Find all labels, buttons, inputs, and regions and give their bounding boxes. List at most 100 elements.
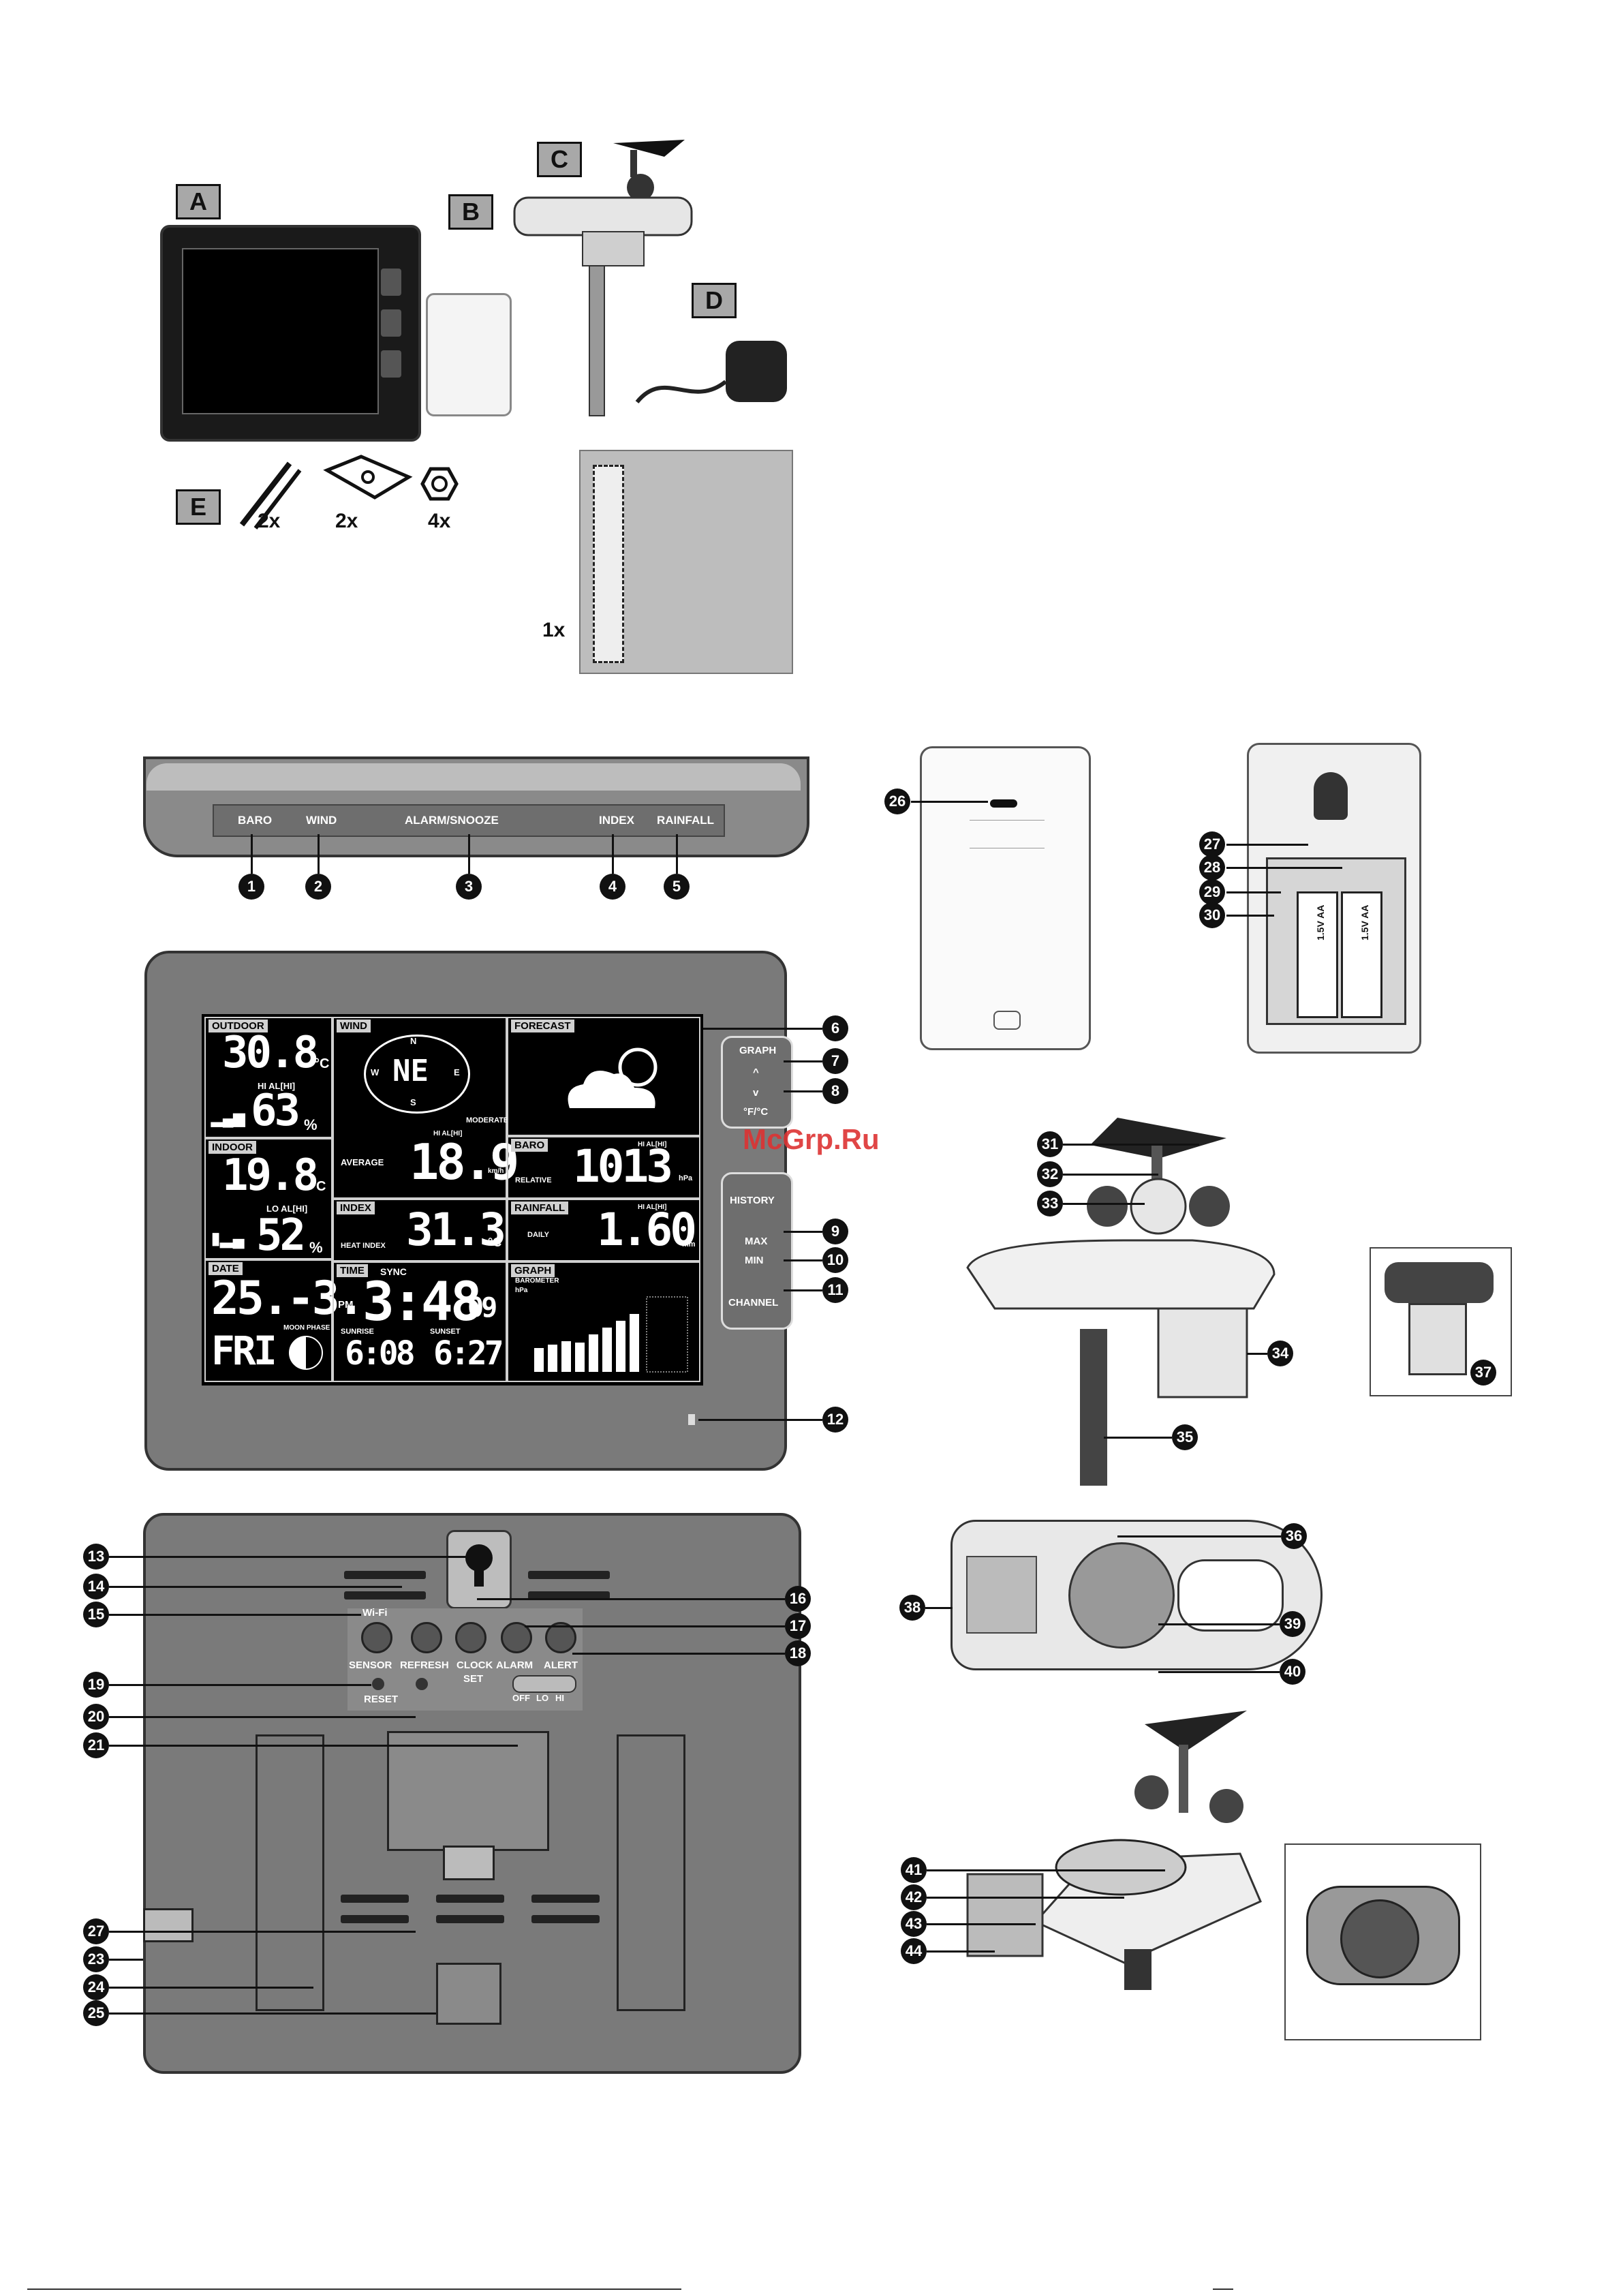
battery-icon: ▮▂▄	[211, 1229, 245, 1248]
rain-gauge-detail-inset	[1284, 1843, 1481, 2040]
rainfall-button[interactable]: RAINFALL	[657, 814, 715, 827]
watermark: McGrp.Ru	[743, 1123, 880, 1155]
compass-w: W	[371, 1067, 380, 1077]
reset-button[interactable]	[372, 1678, 384, 1690]
sensitivity-switch[interactable]	[512, 1675, 576, 1693]
index-button[interactable]: INDEX	[599, 814, 634, 827]
clock-set-button[interactable]	[455, 1622, 486, 1653]
callout-41: 41	[901, 1857, 927, 1883]
rainfall-unit: mm	[682, 1240, 696, 1249]
switch-hi: HI	[555, 1693, 564, 1703]
wind-hilo: HI AL[HI]	[433, 1130, 463, 1137]
callout-21: 21	[83, 1732, 109, 1758]
channel-button[interactable]: CHANNEL	[728, 1297, 779, 1308]
qty-foam: 1x	[542, 619, 566, 641]
max-button[interactable]: MAX	[745, 1236, 768, 1247]
callout-38: 38	[899, 1595, 925, 1621]
stand-tab	[436, 1963, 501, 2025]
switch-lo: LO	[536, 1693, 549, 1703]
callout-30: 30	[1199, 902, 1225, 928]
outdoor-header: OUTDOOR	[208, 1020, 268, 1032]
rainfall-header: RAINFALL	[511, 1201, 569, 1214]
sensor-button[interactable]	[361, 1622, 392, 1653]
callout-3: 3	[456, 874, 482, 900]
indoor-header: INDOOR	[208, 1141, 256, 1154]
compass-e: E	[454, 1067, 460, 1077]
wind-speed-unit: km/h	[488, 1167, 504, 1175]
moon-icon	[289, 1336, 323, 1370]
reset-label: RESET	[364, 1694, 399, 1705]
heat-index-label: HEAT INDEX	[341, 1242, 386, 1250]
callout-2: 2	[305, 874, 331, 900]
callout-17: 17	[785, 1613, 811, 1639]
top-buttons-row: BARO WIND ALARM/SNOOZE INDEX RAINFALL	[213, 804, 725, 837]
callout-31: 31	[1037, 1131, 1063, 1157]
refresh-label: REFRESH	[400, 1659, 449, 1671]
callout-25: 25	[83, 2000, 109, 2026]
side-button-group-2: HISTORY MAX MIN CHANNEL	[721, 1172, 793, 1330]
callout-40: 40	[1280, 1659, 1305, 1685]
callout-35: 35	[1172, 1424, 1198, 1450]
compass-s: S	[410, 1097, 416, 1107]
outdoor-hilo: HI AL[HI]	[258, 1081, 296, 1091]
callout-15: 15	[83, 1602, 109, 1627]
led-indicator	[688, 1414, 695, 1425]
baro-button[interactable]: BARO	[238, 814, 273, 827]
callout-44: 44	[901, 1938, 927, 1964]
outdoor-unit-bottom	[950, 1520, 1323, 1670]
callout-8: 8	[822, 1078, 848, 1104]
outdoor-unit-illustration	[966, 1118, 1276, 1486]
callout-14: 14	[83, 1574, 109, 1599]
callout-10: 10	[822, 1247, 848, 1273]
part-label-e: E	[176, 489, 221, 525]
reset-pinhole[interactable]	[416, 1678, 428, 1690]
time-seconds: 09	[467, 1292, 497, 1323]
alarm-snooze-button[interactable]: ALARM/SNOOZE	[405, 814, 499, 827]
battery-2-label: 1.5V AA	[1359, 904, 1370, 940]
battery-latch	[443, 1846, 495, 1880]
forecast-header: FORECAST	[511, 1020, 574, 1032]
callout-32: 32	[1037, 1161, 1063, 1187]
callout-1: 1	[238, 874, 264, 900]
callout-18: 18	[785, 1640, 811, 1666]
history-button[interactable]: HISTORY	[730, 1195, 775, 1206]
time-header: TIME	[337, 1264, 368, 1277]
part-label-c: C	[537, 142, 582, 177]
min-button[interactable]: MIN	[745, 1255, 764, 1266]
dc-jack	[143, 1908, 194, 1942]
mounting-bracket-icon	[323, 455, 413, 500]
graph-button[interactable]: GRAPH	[739, 1045, 777, 1056]
callout-7: 7	[822, 1048, 848, 1074]
callout-28: 28	[1199, 855, 1225, 881]
wifi-label: Wi-Fi	[362, 1607, 388, 1619]
foam-packing-photo	[579, 450, 793, 674]
graph-sub: BAROMETER	[515, 1277, 559, 1285]
callout-42: 42	[901, 1884, 927, 1910]
wind-header: WIND	[337, 1020, 371, 1032]
baro-hilo: HI AL[HI]	[638, 1141, 667, 1148]
baro-value: 1013	[573, 1140, 673, 1193]
thermo-sensor-thumbnail	[426, 293, 512, 416]
lcd-screen: OUTDOOR 30.8 °C HI AL[HI] ▂▄▆ 63 % INDOO…	[202, 1014, 703, 1386]
rainfall-value: 1.60	[597, 1204, 697, 1256]
callout-12: 12	[822, 1407, 848, 1433]
indoor-temp: 19.8	[222, 1150, 319, 1201]
refresh-button[interactable]	[411, 1622, 442, 1653]
part-label-d: D	[692, 283, 737, 318]
callout-16: 16	[785, 1586, 811, 1612]
callout-11: 11	[822, 1277, 848, 1303]
up-button[interactable]: ^	[753, 1067, 759, 1078]
barometer-history-graph	[534, 1296, 688, 1373]
wall-hanger	[446, 1530, 512, 1609]
base-station-thumbnail	[160, 225, 421, 442]
right-stand	[617, 1734, 685, 2011]
wind-compass	[364, 1035, 470, 1114]
callout-33: 33	[1037, 1191, 1063, 1216]
left-stand	[256, 1734, 324, 2011]
down-button[interactable]: v	[753, 1087, 759, 1099]
index-header: INDEX	[337, 1201, 375, 1214]
unit-toggle-button[interactable]: °F/°C	[743, 1106, 769, 1118]
moon-phase-label: MOON PHASE	[283, 1324, 330, 1332]
wind-button[interactable]: WIND	[306, 814, 337, 827]
